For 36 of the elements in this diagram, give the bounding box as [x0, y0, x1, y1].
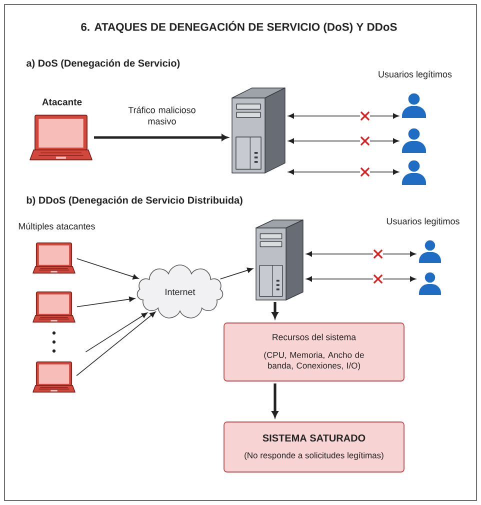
user-icon [419, 239, 441, 263]
server-icon [232, 88, 286, 174]
user-icon [402, 159, 426, 185]
section-heading: b) DDoS (Denegación de Servicio Distribuida) [26, 196, 242, 206]
double-arrow [306, 251, 416, 257]
arrow [76, 258, 139, 280]
double-arrow [288, 113, 399, 119]
arrow [76, 312, 156, 376]
arrow [220, 268, 254, 280]
section-heading: a) DoS (Denegación de Servicio) [26, 59, 180, 69]
group-heading: Usuarios legitimos [386, 218, 460, 226]
cloud: Internet [136, 264, 224, 318]
edge-label: Tráfico malicioso masivo [128, 106, 196, 124]
arrow [76, 296, 136, 308]
double-arrow [306, 276, 416, 282]
title: 6. ATAQUES DE DENEGACIÓN DE SERVICIO (DoS) Y DDoS [81, 20, 397, 34]
server-icon [256, 220, 304, 300]
user-icon [402, 127, 426, 153]
box-heading: Recursos del sistema [272, 334, 356, 340]
arrow [272, 383, 278, 418]
laptop-icon [32, 291, 76, 323]
laptop-icon [32, 242, 76, 274]
box-text: (CPU, Memoria, Ancho de banda, Conexiones, I/O) [264, 352, 364, 370]
box-heading: SISTEMA SATURADO [262, 434, 366, 442]
box-text: (No responde a solicitudes legítimas) [244, 452, 384, 460]
user-icon [402, 92, 426, 118]
group-heading: Usuarios legítimos [378, 70, 452, 80]
arrow [272, 302, 278, 319]
group-heading: Múltiples atacantes [18, 222, 95, 232]
arrow [94, 134, 228, 141]
user-icon [419, 271, 441, 295]
laptop-icon [32, 361, 76, 393]
double-arrow [288, 169, 399, 175]
double-arrow [288, 138, 399, 144]
node-caption: Atacante [42, 98, 82, 106]
arrow [85, 312, 148, 352]
